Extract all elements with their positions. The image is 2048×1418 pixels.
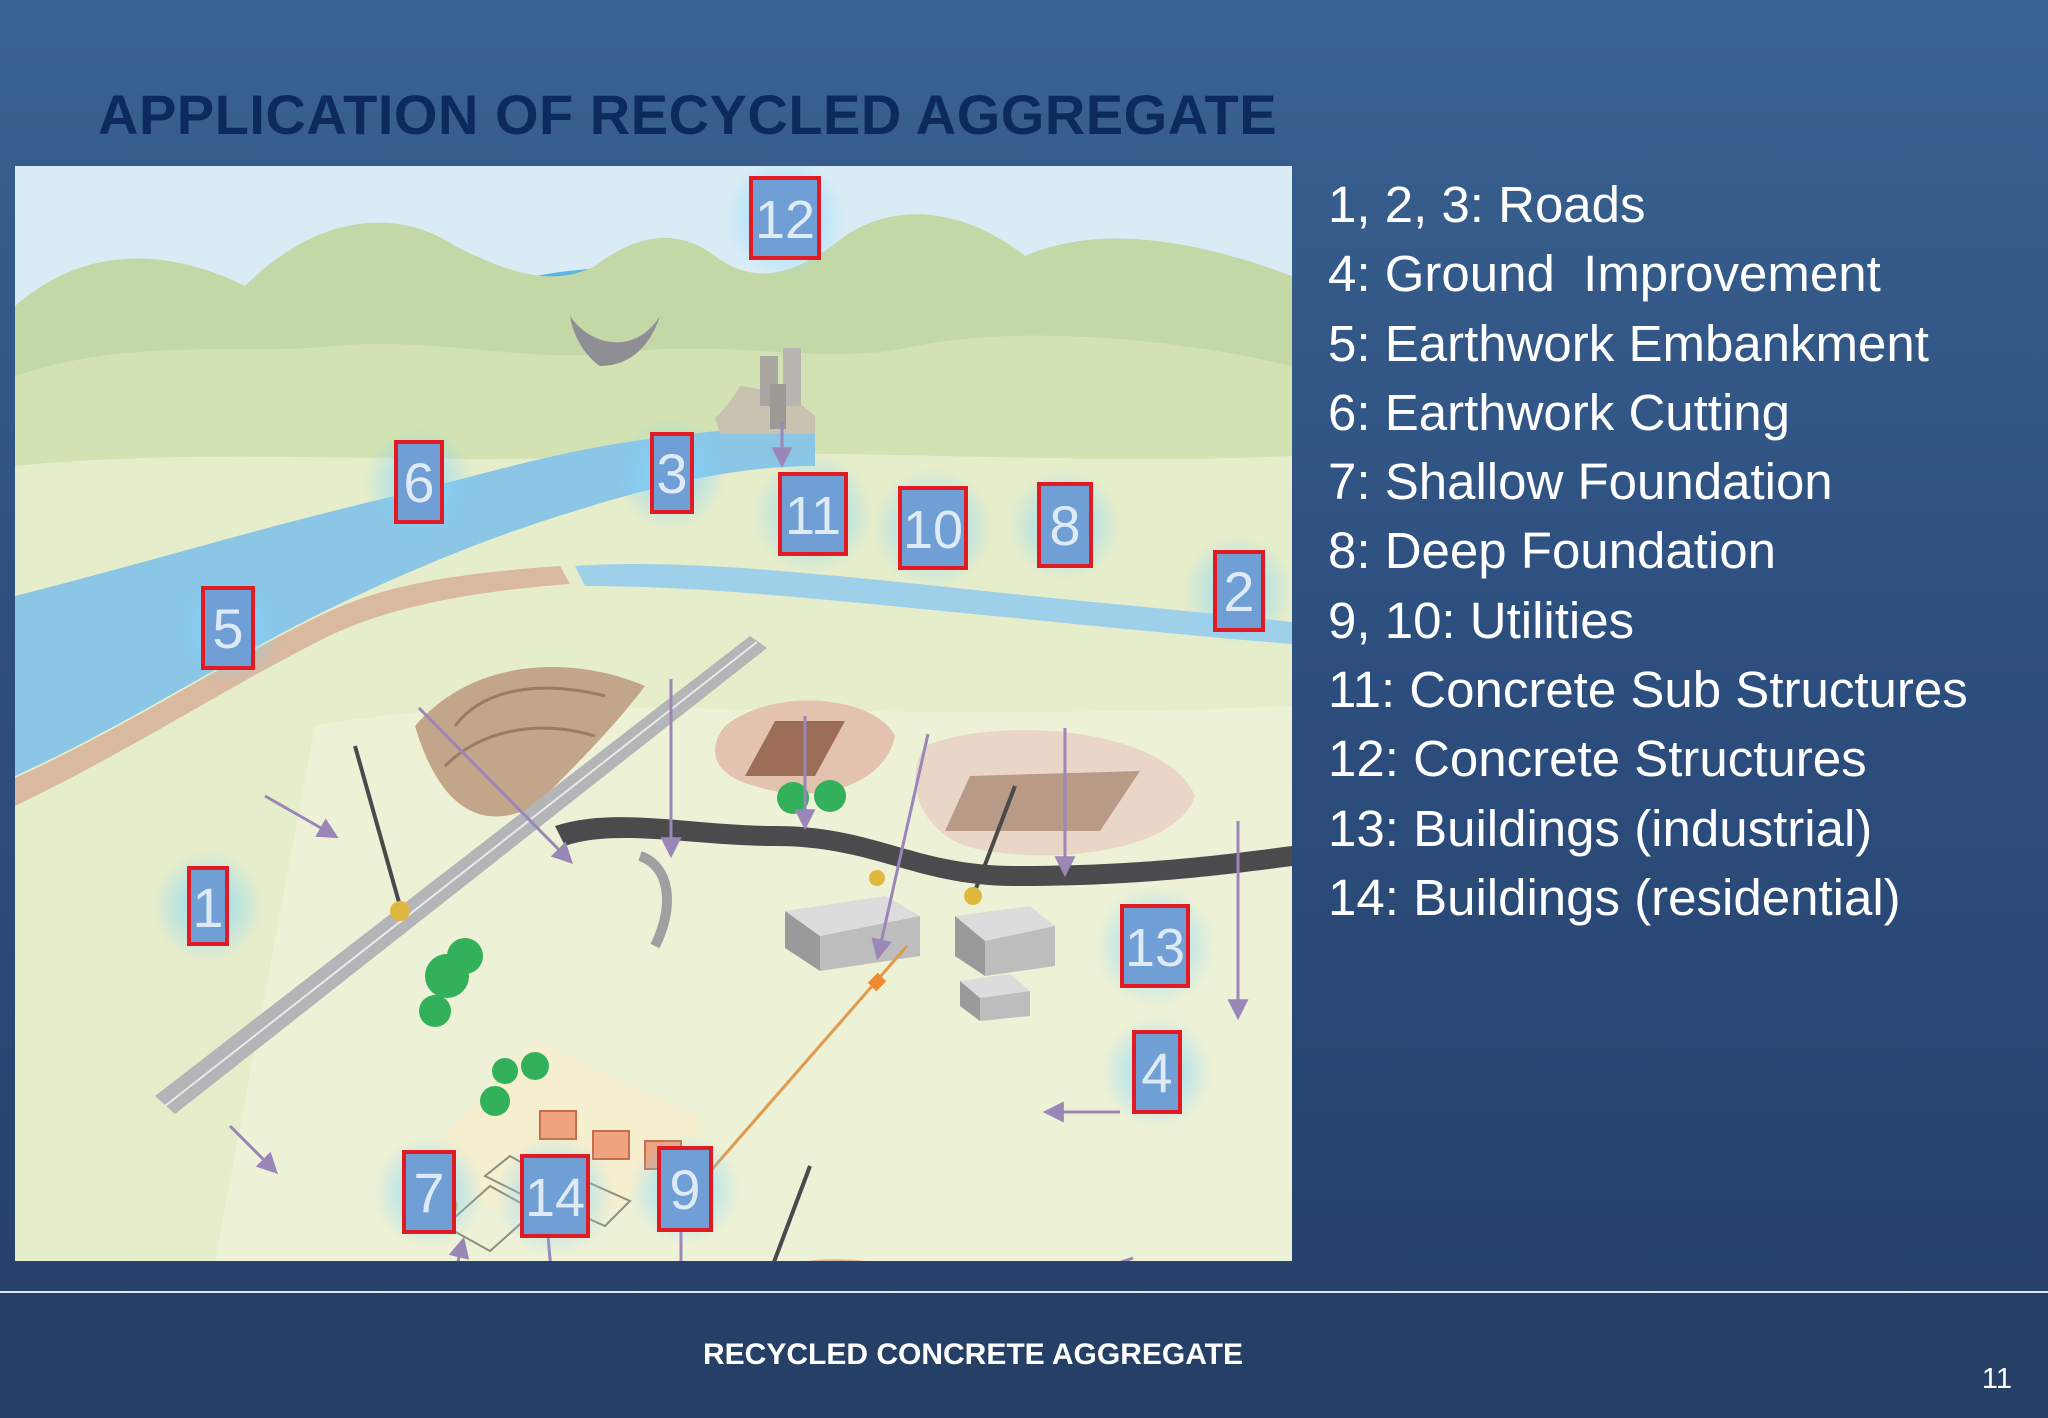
road-curving	[555, 817, 1292, 886]
legend-item-utilities: 9, 10: Utilities	[1328, 591, 1635, 649]
legend-item-buildings-industrial: 13: Buildings (industrial)	[1328, 799, 1873, 857]
ground-improvement-site	[806, 1259, 865, 1261]
slide-title: APPLICATION OF RECYCLED AGGREGATE	[98, 83, 1278, 146]
legend-item-ground-improvement: 4: Ground Improvement	[1328, 245, 1881, 303]
svg-text:14: 14	[525, 1168, 585, 1228]
legend-item-shallow-foundation: 7: Shallow Foundation	[1328, 453, 1833, 511]
svg-text:10: 10	[903, 500, 963, 560]
svg-text:2: 2	[1223, 560, 1254, 623]
legend-item-roads: 1, 2, 3: Roads	[1328, 176, 1646, 233]
svg-text:11: 11	[785, 486, 841, 546]
legend-item-deep-foundation: 8: Deep Foundation	[1328, 522, 1776, 580]
footer-band	[0, 1293, 2048, 1418]
legend-item-earthwork-embankment: 5: Earthwork Embankment	[1328, 314, 1929, 372]
cranes	[353, 745, 1017, 1261]
legend-item-concrete-sub-structures: 11: Concrete Sub Structures	[1328, 661, 1968, 719]
label-3: 3	[616, 419, 726, 529]
pointer-arrows	[228, 422, 1249, 1261]
page-number: 11	[1981, 1363, 2012, 1395]
label-6: 6	[364, 428, 474, 538]
svg-text:1: 1	[192, 876, 223, 939]
footer-title: RECYCLED CONCRETE AGGREGATE	[702, 1338, 1244, 1371]
svg-text:3: 3	[656, 442, 687, 505]
svg-text:5: 5	[212, 597, 243, 660]
label-4: 4	[1102, 1017, 1212, 1127]
legend-item-buildings-residential: 14: Buildings (residential)	[1328, 868, 1901, 926]
dam	[570, 316, 660, 366]
label-11: 11	[753, 454, 873, 574]
label-9: 9	[630, 1134, 740, 1244]
label-8: 8	[1010, 470, 1120, 580]
recycled-aggregate-illustration: 1 2 3 4 5 6 7	[15, 166, 1292, 1261]
svg-text:9: 9	[669, 1158, 700, 1221]
legend-item-earthwork-cutting: 6: Earthwork Cutting	[1328, 383, 1791, 441]
label-1: 1	[153, 851, 263, 961]
label-2: 2	[1183, 536, 1292, 646]
label-13: 13	[1095, 886, 1215, 1006]
svg-text:12: 12	[755, 190, 815, 250]
trees	[419, 780, 846, 1116]
label-5: 5	[173, 573, 283, 683]
svg-text:7: 7	[413, 1161, 444, 1224]
label-10: 10	[873, 468, 993, 588]
svg-text:13: 13	[1125, 918, 1185, 978]
legend-item-concrete-structures: 12: Concrete Structures	[1328, 730, 1867, 788]
label-14: 14	[495, 1136, 615, 1256]
legend-list: 1, 2, 3: Roads 4: Ground Improvement 5: …	[1328, 170, 1968, 932]
svg-text:8: 8	[1049, 494, 1080, 557]
driveway	[638, 851, 672, 949]
label-12: 12	[725, 166, 845, 278]
industrial-buildings	[785, 896, 1055, 1021]
stream-right	[575, 564, 1292, 644]
label-7: 7	[374, 1137, 484, 1247]
power-plant	[715, 348, 815, 434]
earthwork-cutting	[415, 666, 645, 817]
footer-divider	[0, 1291, 2048, 1293]
svg-text:4: 4	[1141, 1041, 1172, 1104]
svg-text:6: 6	[403, 451, 434, 514]
